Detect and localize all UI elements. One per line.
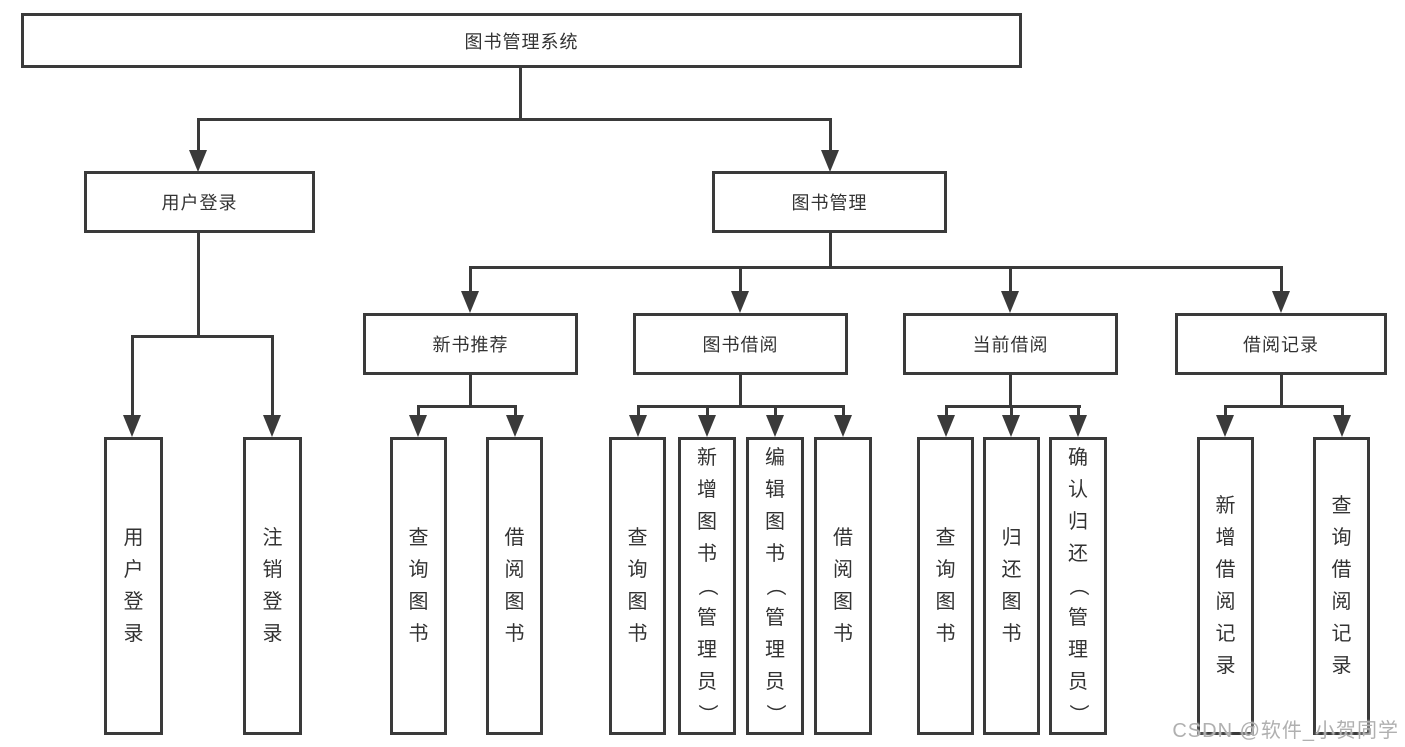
leaf-login-logout: 注销登录	[243, 437, 302, 735]
connector-drop	[469, 266, 472, 293]
connector-bar	[1224, 405, 1344, 408]
connector-drop	[739, 266, 742, 293]
leaf-label: 查询借阅记录	[1331, 495, 1352, 677]
connector-drop	[197, 118, 200, 154]
arrowhead-down-icon	[821, 150, 839, 172]
leaf-label: 用户登录	[123, 527, 144, 645]
leaf-label: 借阅图书	[504, 527, 525, 645]
arrowhead-down-icon	[1216, 415, 1234, 437]
node-book-borrow: 图书借阅	[633, 313, 848, 375]
node-borrow-records: 借阅记录	[1175, 313, 1387, 375]
connector-stem	[1009, 375, 1012, 407]
leaf-label: 注销登录	[262, 527, 283, 645]
arrowhead-down-icon	[834, 415, 852, 437]
leaf-rec-borrow-book: 借阅图书	[486, 437, 543, 735]
connector-mgmt-bar	[469, 266, 1283, 269]
arrowhead-down-icon	[1069, 415, 1087, 437]
connector-drop	[417, 405, 420, 419]
leaf-login-user-login: 用户登录	[104, 437, 163, 735]
connector-drop	[1224, 405, 1227, 419]
leaf-borrow-add-book: 新增图书（管理员）	[678, 437, 736, 735]
leaf-cur-query-book: 查询图书	[917, 437, 974, 735]
leaf-label: 归还图书	[1001, 527, 1022, 645]
connector-drop	[774, 405, 777, 419]
arrowhead-down-icon	[461, 291, 479, 313]
connector-stem	[739, 375, 742, 407]
arrowhead-down-icon	[698, 415, 716, 437]
node-book-management: 图书管理	[712, 171, 947, 233]
connector-drop	[706, 405, 709, 419]
leaf-label: 借阅图书	[833, 527, 853, 645]
arrowhead-down-icon	[1002, 415, 1020, 437]
leaf-records-query-record: 查询借阅记录	[1313, 437, 1370, 735]
connector-drop	[1280, 266, 1283, 293]
connector-drop	[945, 405, 948, 419]
leaf-rec-query-book: 查询图书	[390, 437, 447, 735]
node-new-book-recommend: 新书推荐	[363, 313, 578, 375]
leaf-borrow-borrow-book: 借阅图书	[814, 437, 872, 735]
leaf-label: 确认归还（管理员）	[1067, 447, 1089, 724]
connector-root-stem	[519, 68, 522, 121]
connector-bar	[417, 405, 517, 408]
leaf-label: 新增借阅记录	[1215, 495, 1236, 677]
connector-stem	[1280, 375, 1283, 407]
leaf-cur-return-book: 归还图书	[983, 437, 1040, 735]
leaf-label: 编辑图书（管理员）	[764, 447, 786, 724]
connector-drop	[1077, 405, 1080, 419]
connector-bar	[945, 405, 1081, 408]
leaf-borrow-query-book: 查询图书	[609, 437, 666, 735]
connector-stem	[469, 375, 472, 407]
connector-drop	[1009, 266, 1012, 293]
connector-drop	[271, 335, 274, 419]
node-root: 图书管理系统	[21, 13, 1022, 68]
watermark: CSDN @软件_小贺同学	[1172, 720, 1399, 742]
connector-root-bar	[197, 118, 832, 121]
leaf-cur-confirm-return: 确认归还（管理员）	[1049, 437, 1107, 735]
connector-drop	[842, 405, 845, 419]
arrowhead-down-icon	[1001, 291, 1019, 313]
leaf-label: 查询图书	[935, 527, 956, 645]
arrowhead-down-icon	[731, 291, 749, 313]
connector-drop	[637, 405, 640, 419]
arrowhead-down-icon	[1333, 415, 1351, 437]
connector-login-stem	[197, 233, 200, 337]
arrowhead-down-icon	[123, 415, 141, 437]
connector-drop	[1010, 405, 1013, 419]
leaf-records-add-record: 新增借阅记录	[1197, 437, 1254, 735]
arrowhead-down-icon	[1272, 291, 1290, 313]
leaf-borrow-edit-book: 编辑图书（管理员）	[746, 437, 804, 735]
node-current-borrow: 当前借阅	[903, 313, 1118, 375]
arrowhead-down-icon	[263, 415, 281, 437]
connector-drop	[131, 335, 134, 419]
arrowhead-down-icon	[189, 150, 207, 172]
connector-drop	[514, 405, 517, 419]
connector-drop	[1341, 405, 1344, 419]
node-user-login: 用户登录	[84, 171, 315, 233]
arrowhead-down-icon	[629, 415, 647, 437]
connector-drop	[829, 118, 832, 154]
arrowhead-down-icon	[409, 415, 427, 437]
arrowhead-down-icon	[937, 415, 955, 437]
arrowhead-down-icon	[766, 415, 784, 437]
leaf-label: 查询图书	[627, 527, 648, 645]
leaf-label: 查询图书	[408, 527, 429, 645]
arrowhead-down-icon	[506, 415, 524, 437]
leaf-label: 新增图书（管理员）	[696, 447, 718, 724]
connector-bar	[637, 405, 845, 408]
connector-mgmt-stem	[829, 233, 832, 269]
connector-login-bar	[132, 335, 274, 338]
